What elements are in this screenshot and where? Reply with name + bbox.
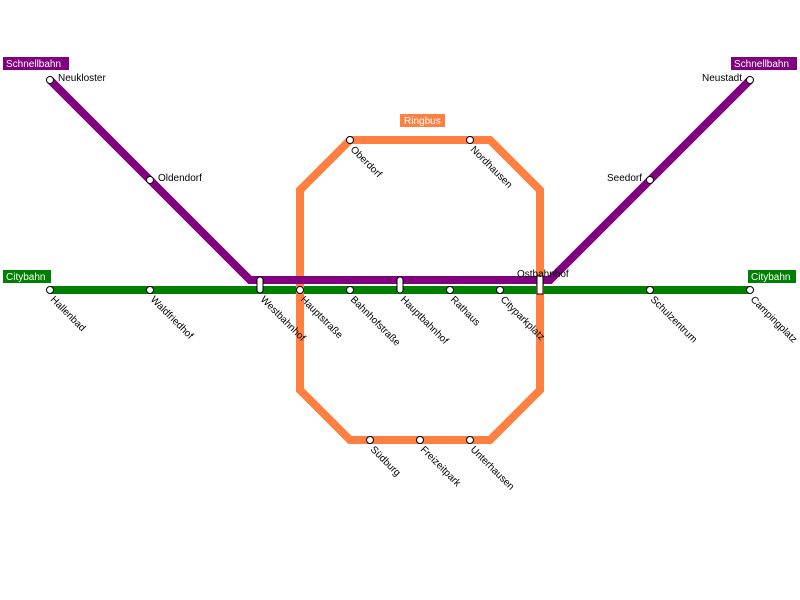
svg-text:Schnellbahn: Schnellbahn [734, 59, 789, 70]
station-neustadt[interactable]: Neustadt [702, 73, 754, 84]
svg-text:Rathaus: Rathaus [448, 294, 482, 328]
interchange-marker-westbahnhof [256, 276, 264, 294]
svg-text:Citybahn: Citybahn [6, 272, 45, 283]
station-campingplatz[interactable]: Campingplatz [746, 286, 799, 346]
station-schulzentrum[interactable]: Schulzentrum [646, 286, 699, 346]
schnellbahn-badge-right: Schnellbahn [731, 57, 797, 70]
interchange-marker-hauptbahnhof [396, 276, 404, 294]
station-freizeitpark[interactable]: Freizeitpark [416, 436, 464, 490]
schnellbahn-badge-left: Schnellbahn [3, 57, 69, 70]
svg-text:Campingplatz: Campingplatz [748, 294, 799, 345]
svg-text:Seedorf: Seedorf [607, 173, 642, 184]
station-oldendorf[interactable]: Oldendorf [146, 173, 203, 184]
svg-text:Ringbus: Ringbus [404, 116, 441, 127]
svg-text:Nordhausen: Nordhausen [468, 144, 514, 190]
citybahn-badge-left: Citybahn [3, 270, 51, 283]
station-hauptbahnhof[interactable]: Hauptbahnhof [398, 294, 450, 346]
svg-text:Schulzentrum: Schulzentrum [648, 294, 699, 345]
ringbus-badge: Ringbus [400, 114, 445, 127]
station-neukloster[interactable]: Neukloster [46, 73, 107, 84]
svg-text:Citybahn: Citybahn [751, 272, 790, 283]
svg-text:Unterhausen: Unterhausen [468, 444, 516, 492]
svg-text:Ostbahnhof: Ostbahnhof [517, 269, 569, 280]
svg-text:Freizeitpark: Freizeitpark [418, 444, 463, 489]
svg-text:Waldfriedhof: Waldfriedhof [148, 294, 195, 341]
citybahn-badge-right: Citybahn [748, 270, 796, 283]
svg-text:Hauptbahnhof: Hauptbahnhof [398, 294, 450, 346]
svg-text:Schnellbahn: Schnellbahn [6, 59, 61, 70]
schnellbahn-route [47, 77, 753, 284]
station-seedorf[interactable]: Seedorf [607, 173, 654, 184]
station-unterhausen[interactable]: Unterhausen [466, 436, 517, 493]
ringbus-route [296, 136, 544, 444]
svg-text:Neukloster: Neukloster [58, 73, 106, 84]
svg-text:Hallenbad: Hallenbad [48, 294, 88, 334]
svg-text:Oberdorf: Oberdorf [348, 144, 384, 180]
interchange-marker-ostbahnhof [536, 275, 544, 295]
svg-text:Neustadt: Neustadt [702, 73, 742, 84]
station-waldfriedhof[interactable]: Waldfriedhof [146, 286, 196, 342]
station-bahnhofstrasse[interactable]: Bahnhofstraße [346, 286, 403, 349]
svg-text:Oldendorf: Oldendorf [158, 173, 202, 184]
svg-text:Südburg: Südburg [368, 444, 403, 479]
station-ostbahnhof[interactable]: Ostbahnhof [517, 269, 569, 280]
svg-text:Bahnhofstraße: Bahnhofstraße [348, 294, 402, 348]
